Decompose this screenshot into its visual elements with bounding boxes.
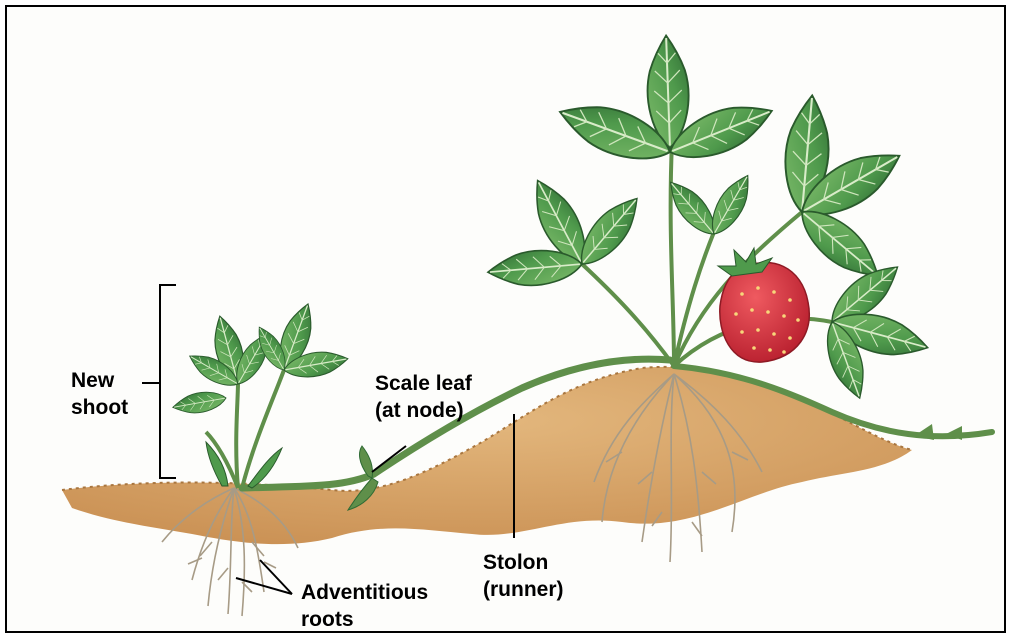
diagram-frame: New shoot Scale leaf (at node) Stolon (r… bbox=[5, 5, 1006, 633]
label-adventitious-roots: Adventitious roots bbox=[301, 579, 428, 633]
label-stolon-line1: Stolon bbox=[483, 549, 564, 576]
label-scale-leaf-line1: Scale leaf bbox=[375, 370, 472, 397]
label-scale-leaf: Scale leaf (at node) bbox=[375, 370, 472, 424]
label-new-shoot: New shoot bbox=[71, 367, 128, 421]
label-roots-line2: roots bbox=[301, 606, 428, 633]
strawberry-fruit bbox=[718, 248, 809, 362]
label-scale-leaf-line2: (at node) bbox=[375, 397, 472, 424]
label-stolon: Stolon (runner) bbox=[483, 549, 564, 603]
new-shoot-bracket bbox=[160, 285, 176, 478]
label-roots-line1: Adventitious bbox=[301, 579, 428, 606]
new-shoot-plant bbox=[171, 300, 350, 488]
label-stolon-line2: (runner) bbox=[483, 576, 564, 603]
strawberry-plant-illustration bbox=[7, 7, 1006, 633]
label-new-shoot-line1: New bbox=[71, 367, 128, 394]
label-pointers bbox=[142, 285, 514, 594]
parent-plant bbox=[486, 35, 932, 403]
label-new-shoot-line2: shoot bbox=[71, 394, 128, 421]
